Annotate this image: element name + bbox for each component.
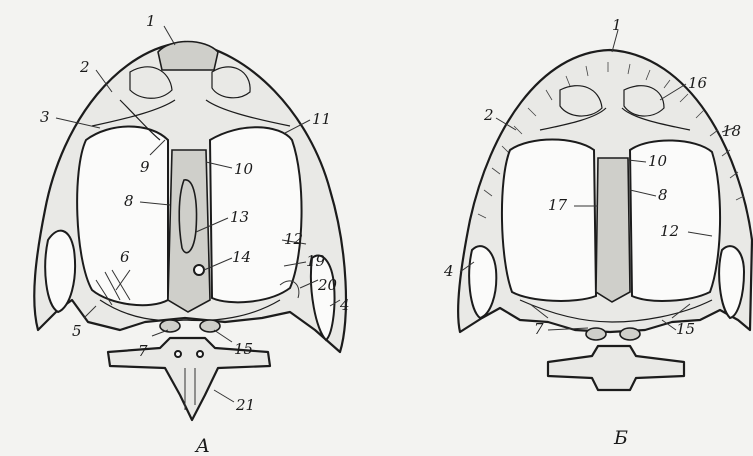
skull-b-caption: Б: [613, 427, 628, 449]
skull-a-label-21: 21: [235, 396, 255, 414]
skull-b: 1 16 2 18 10 8 17 12 4 7 15 Б: [443, 16, 752, 449]
skull-b-left-orbit: [502, 140, 596, 301]
skull-a-label-5: 5: [72, 322, 82, 340]
skull-a-label-9: 9: [140, 158, 150, 176]
skull-a-label-20: 20: [317, 276, 338, 294]
skull-b-label-12: 12: [660, 222, 679, 240]
skull-a-label-1: 1: [146, 12, 156, 30]
skull-a: 1 2 3 9 11 10 8 13 12 19 6 14 20: [34, 12, 349, 456]
skull-a-label-15: 15: [234, 340, 253, 358]
skull-a-caption: A: [194, 435, 210, 456]
skull-a-label-10: 10: [234, 160, 254, 178]
skull-a-label-11: 11: [312, 110, 331, 128]
skull-b-parasphenoid: [596, 158, 630, 302]
skull-a-right-orbit: [210, 127, 302, 302]
skull-a-label-2: 2: [79, 58, 90, 76]
skull-b-label-4: 4: [443, 262, 454, 280]
skull-a-right-condyle: [200, 320, 220, 332]
skull-a-label-14: 14: [232, 248, 251, 266]
skull-b-label-1: 1: [612, 16, 622, 34]
skull-a-label-7: 7: [138, 342, 148, 360]
skull-a-left-condyle: [160, 320, 180, 332]
skull-b-label-7: 7: [534, 320, 544, 338]
skull-a-left-orbit: [77, 127, 168, 306]
skull-b-label-17: 17: [548, 196, 568, 214]
skull-b-label-18: 18: [722, 122, 741, 140]
skull-a-label-12: 12: [284, 230, 303, 248]
skull-b-label-2: 2: [483, 106, 494, 124]
skull-a-foramen: [194, 265, 204, 275]
skull-b-right-orbit: [630, 140, 720, 300]
skull-b-label-16: 16: [688, 74, 708, 92]
skull-b-right-condyle: [620, 328, 640, 340]
skull-a-label-8: 8: [124, 192, 134, 210]
skull-b-label-10: 10: [648, 152, 668, 170]
skull-b-label-8: 8: [658, 186, 668, 204]
skull-a-label-4: 4: [339, 296, 350, 314]
skull-a-label-3: 3: [40, 108, 50, 126]
skull-a-label-19: 19: [306, 252, 326, 270]
skull-b-vertebra: [548, 346, 684, 390]
skull-a-label-6: 6: [120, 248, 130, 266]
skull-a-fontanelle: [179, 180, 196, 253]
skull-b-label-15: 15: [676, 320, 695, 338]
skull-a-premaxilla: [158, 42, 218, 71]
skull-a-label-13: 13: [230, 208, 249, 226]
skull-b-left-condyle: [586, 328, 606, 340]
